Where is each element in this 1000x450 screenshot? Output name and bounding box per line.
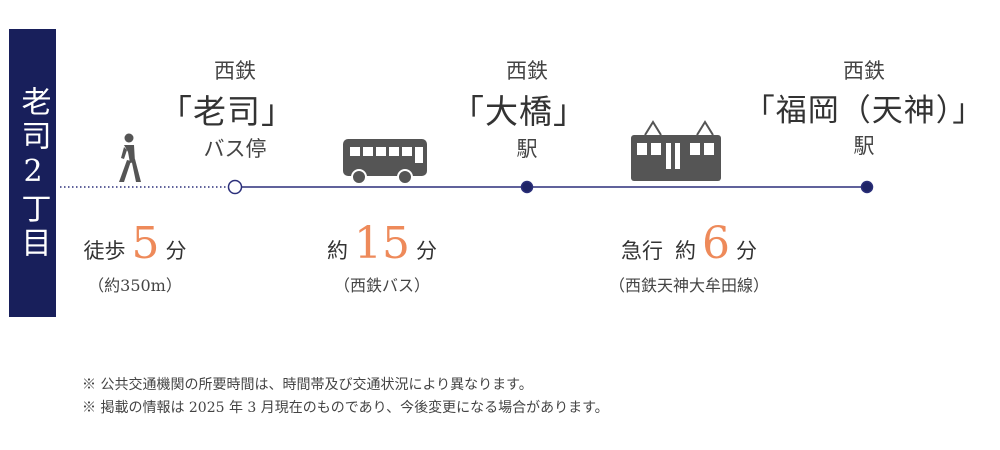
station-marker-tenjin [860,180,874,194]
segment-walk: 徒歩 5 分 （約350m） [84,222,187,296]
station-company: 西鉄 [843,59,885,83]
station-company: 西鉄 [214,59,256,83]
station-oji: 西鉄 「老司」 バス停 [159,55,295,163]
origin-label-box: 老司2丁目 [9,29,56,317]
segment-bus: 約 15 分 （西鉄バス） [327,222,437,296]
segment-prefix: 約 [674,239,696,263]
station-ohashi: 西鉄 「大橋」 駅 [451,55,587,163]
segment-minutes: 6 [701,218,730,269]
segment-unit: 分 [416,239,437,263]
walking-person-icon [119,133,141,182]
segment-minutes: 5 [131,218,160,269]
segment-mode: 約 [327,239,348,263]
station-tenjin: 西鉄 「福岡（天神）」 駅 [744,55,985,160]
footnote: ※ 掲載の情報は 2025 年 3 月現在のものであり、今後変更になる場合があり… [82,400,609,416]
segment-note: （西鉄天神大牟田線） [608,276,770,295]
footnotes: ※ 公共交通機関の所要時間は、時間帯及び交通状況により異なります。 ※ 掲載の情… [82,374,609,420]
bus-icon [343,139,427,185]
station-name: 「大橋」 [451,92,587,131]
station-company: 西鉄 [506,59,548,83]
segment-mode: 徒歩 [83,239,126,263]
station-marker-oji [227,179,243,195]
station-name: 「老司」 [159,92,295,131]
segment-unit: 分 [165,239,187,263]
segment-train: 急行 約 6 分 （西鉄天神大牟田線） [609,222,769,296]
station-kind: バス停 [203,137,267,161]
segment-note: （約350m） [88,276,182,295]
station-marker-ohashi [520,180,534,194]
segment-unit: 分 [735,239,757,263]
station-kind: 駅 [516,137,538,161]
segment-minutes: 15 [354,218,410,269]
station-name: 「福岡（天神）」 [743,93,985,129]
footnote: ※ 公共交通機関の所要時間は、時間帯及び交通状況により異なります。 [82,377,533,393]
origin-label: 老司2丁目 [15,85,51,261]
station-kind: 駅 [853,134,875,158]
segment-mode: 急行 [620,239,663,263]
segment-note: （西鉄バス） [333,276,430,295]
train-icon [631,120,721,181]
